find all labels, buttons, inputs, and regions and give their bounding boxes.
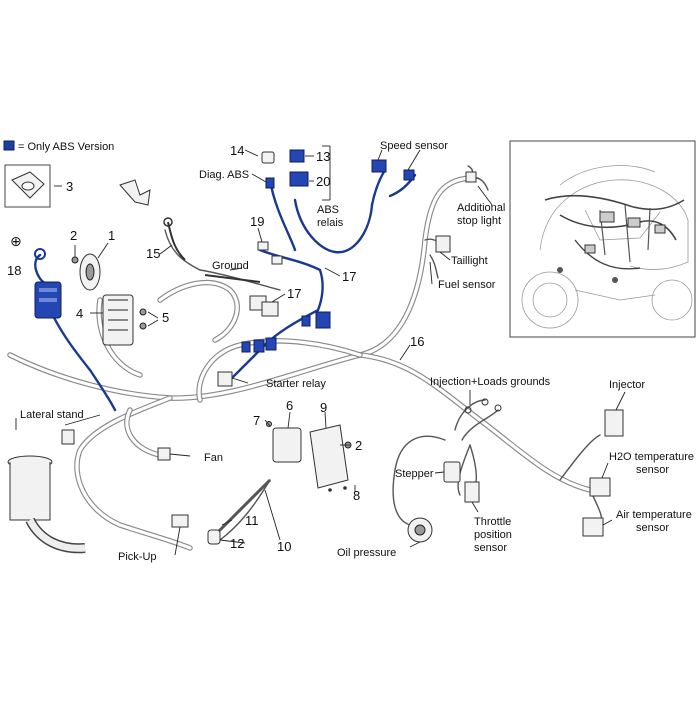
label-additional: Additional: [457, 202, 505, 214]
abs-relay-20: [289, 171, 309, 187]
screw-2: [71, 256, 79, 264]
part-number: 13: [316, 149, 330, 164]
label-air-temp-1: Air temperature: [616, 509, 692, 521]
label-throttle-3: sensor: [474, 542, 507, 554]
components: ⊕: [4, 149, 624, 554]
label-stepper: Stepper: [395, 468, 434, 480]
abs-relay-13: [289, 149, 305, 163]
part-number: 4: [76, 306, 83, 321]
mounting-bracket: [119, 179, 151, 206]
label-h2o-temp-1: H2O temperature: [609, 451, 694, 463]
label-lateral-stand: Lateral stand: [20, 409, 84, 421]
horn-part-1: [79, 253, 101, 291]
label-throttle-1: Throttle: [474, 516, 511, 528]
part-number: 20: [316, 174, 330, 189]
part-number: 12: [230, 536, 244, 551]
part-number: 1: [108, 228, 115, 243]
label-injection-grounds: Injection+Loads grounds: [430, 376, 551, 388]
label-h2o-temp-2: sensor: [636, 464, 669, 476]
ignition-part-6: [272, 427, 302, 463]
label-oil-pressure: Oil pressure: [337, 547, 396, 559]
part-number: 5: [162, 310, 169, 325]
part-number: 2: [355, 438, 362, 453]
part-number: 2: [70, 228, 77, 243]
abs-legend-swatch: [3, 140, 15, 151]
label-air-temp-2: sensor: [636, 522, 669, 534]
label-fuel-sensor: Fuel sensor: [438, 279, 496, 291]
part-number: 10: [277, 539, 291, 554]
part-number: 18: [7, 263, 21, 278]
leader-lines: [15, 145, 626, 556]
part-number: 8: [353, 488, 360, 503]
regulator-part-4: [102, 294, 134, 346]
part-number: 19: [250, 214, 264, 229]
label-starter-relay: Starter relay: [266, 378, 326, 390]
label-taillight: Taillight: [451, 255, 488, 267]
label-stop-light: stop light: [457, 215, 501, 227]
part-number: 16: [410, 334, 424, 349]
part-number: 17: [287, 286, 301, 301]
abs-module-18: [34, 248, 62, 319]
part-number: 7: [253, 413, 260, 428]
part-number: 3: [66, 179, 73, 194]
label-fan: Fan: [204, 452, 223, 464]
motorcycle-inset: [509, 140, 696, 338]
part-number: 17: [342, 269, 356, 284]
plate-part-9: [309, 424, 349, 489]
injector-part: [604, 409, 624, 437]
label-injector: Injector: [609, 379, 645, 391]
part-number: 9: [320, 400, 327, 415]
label-throttle-2: position: [474, 529, 512, 541]
label-speed-sensor: Speed sensor: [380, 140, 448, 152]
part-number: 11: [245, 513, 259, 528]
part-number: 14: [230, 143, 244, 158]
diag-connector: [265, 177, 275, 189]
label-abs: ABS: [317, 204, 339, 216]
stepper-part: [443, 461, 461, 483]
main-harness: [7, 175, 593, 551]
text-labels: Diag. ABS ABS relais Speed sensor Additi…: [20, 140, 694, 563]
fuel-pump: [7, 455, 86, 554]
label-diag-abs: Diag. ABS: [199, 169, 249, 181]
bracket-part-3: [4, 164, 51, 208]
part-number: 6: [286, 398, 293, 413]
part-number: 15: [146, 246, 160, 261]
label-relais: relais: [317, 217, 344, 229]
part-numbers: 3 2 1 18 4 5 15 14 13 20 19 17 17 16 6 7…: [7, 143, 424, 554]
relay-part-14: [261, 151, 275, 164]
legend-text: = Only ABS Version: [18, 141, 114, 153]
legend: = Only ABS Version: [3, 140, 114, 153]
label-pick-up: Pick-Up: [118, 551, 157, 563]
label-ground: Ground: [212, 260, 249, 272]
ground-symbol: ⊕: [10, 233, 22, 249]
